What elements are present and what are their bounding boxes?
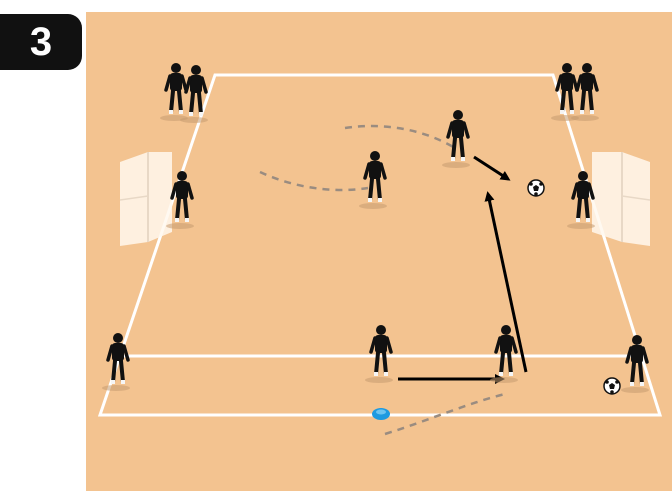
goal-right (592, 152, 650, 246)
ball-near-goal (528, 180, 544, 196)
ball-endline (604, 378, 620, 394)
goal-left (120, 152, 172, 246)
cone-marker (372, 408, 390, 420)
